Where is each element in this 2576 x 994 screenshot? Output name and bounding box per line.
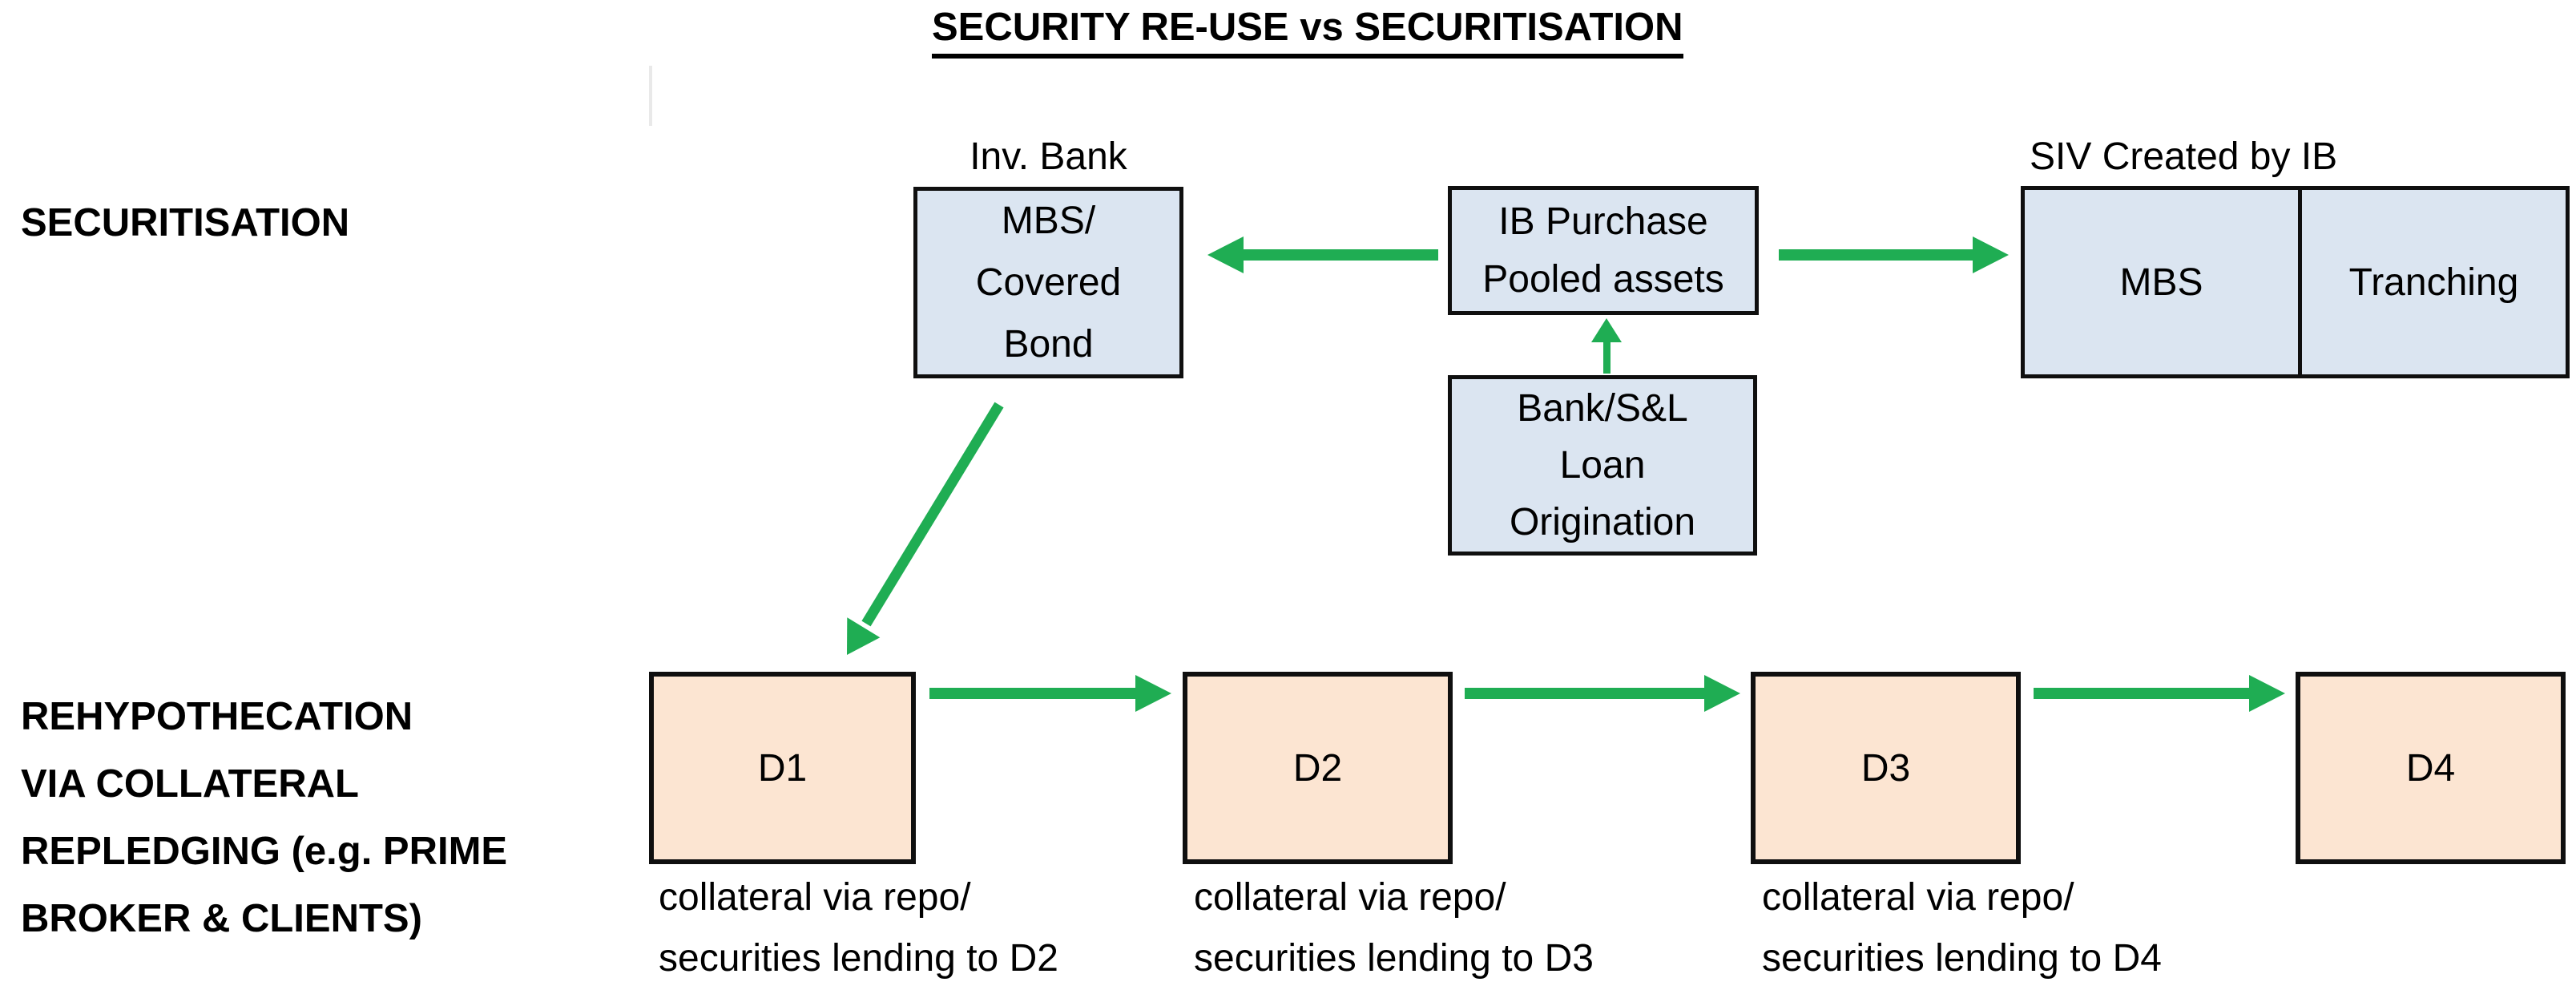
- gray-line-artifact: [649, 66, 652, 126]
- arrow-mbs-to-d1: [847, 402, 1004, 655]
- securitisation-row-label: SECURITISATION: [21, 201, 350, 244]
- siv-tranching-box: Tranching: [2348, 261, 2519, 304]
- d2-caption: collateral via repo/ securities lending …: [1194, 876, 1594, 980]
- siv-box-group: MBS Tranching: [2021, 186, 2570, 378]
- inv-bank-caption: Inv. Bank: [970, 135, 1127, 178]
- bank-loan-origination-box: Bank/S&L Loan Origination: [1448, 375, 1757, 556]
- siv-mbs-box: MBS: [2025, 190, 2302, 374]
- dealer-box-d4: D4: [2296, 672, 2566, 864]
- page-title: SECURITY RE-USE vs SECURITISATION: [932, 5, 1683, 59]
- dealer-box-d3: D3: [1751, 672, 2021, 864]
- mbs-covered-bond-box: MBS/ Covered Bond: [913, 187, 1183, 378]
- dealer-box-d1: D1: [649, 672, 916, 864]
- dealer-box-d2: D2: [1183, 672, 1453, 864]
- ib-purchase-box: IB Purchase Pooled assets: [1448, 186, 1759, 315]
- d1-caption: collateral via repo/ securities lending …: [659, 876, 1058, 980]
- d3-caption: collateral via repo/ securities lending …: [1762, 876, 2162, 980]
- siv-caption: SIV Created by IB: [2030, 135, 2338, 178]
- rehypothecation-row-label: REHYPOTHECATION VIA COLLATERAL REPLEDGIN…: [21, 695, 508, 940]
